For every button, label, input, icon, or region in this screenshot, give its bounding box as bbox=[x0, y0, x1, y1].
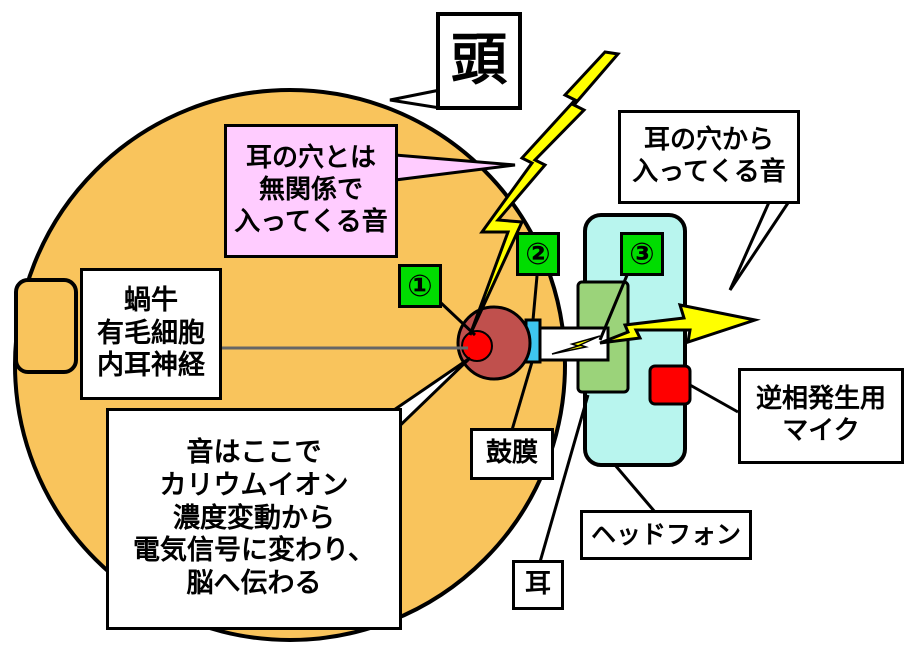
mic-line bbox=[689, 383, 739, 414]
ear-line bbox=[538, 394, 590, 563]
ear-canal-sound-label: 耳の穴から 入ってくる音 bbox=[618, 110, 800, 204]
marker-3: ③ bbox=[620, 232, 664, 276]
left-ear bbox=[14, 278, 78, 374]
marker3-line bbox=[598, 267, 632, 341]
eardrum-line bbox=[510, 361, 534, 431]
cochlea-label: 蝸牛 有毛細胞 内耳神経 bbox=[80, 268, 222, 400]
mic-icon bbox=[648, 364, 692, 406]
cochlea-core bbox=[461, 330, 493, 362]
eardrum-label: 鼓膜 bbox=[470, 428, 554, 480]
marker-2: ② bbox=[516, 232, 560, 276]
headphone-label: ヘッドフォン bbox=[580, 510, 752, 560]
marker2-line bbox=[531, 275, 539, 321]
conversion-label: 音はここで カリウムイオン 濃度変動から 電気信号に変わり、 脳へ伝わる bbox=[106, 408, 402, 630]
ear-canal-sound-pointer bbox=[728, 198, 793, 291]
marker-1: ① bbox=[398, 264, 442, 308]
ear-label: 耳 bbox=[512, 560, 564, 610]
headphone-line bbox=[613, 464, 657, 513]
ear-canal-lightning bbox=[599, 303, 761, 345]
outside-sound-lightning bbox=[468, 50, 621, 336]
anti-phase-mic-label: 逆相発生用 マイク bbox=[738, 368, 904, 464]
outside-sound-label: 耳の穴とは 無関係で 入ってくる音 bbox=[224, 124, 398, 258]
marker1-line bbox=[438, 300, 477, 337]
canal-lightning bbox=[551, 335, 601, 355]
head-label: 頭 bbox=[436, 12, 522, 110]
